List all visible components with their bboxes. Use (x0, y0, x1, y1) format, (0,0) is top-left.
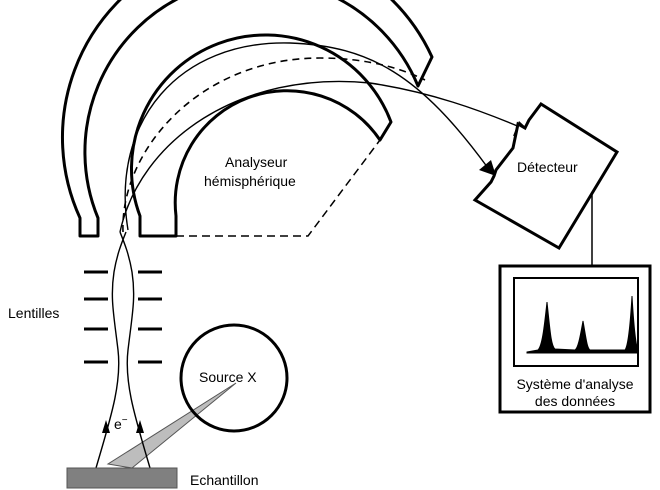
electron-arrowhead-right (136, 420, 144, 433)
electron-path-right (119, 231, 151, 469)
detector-box (472, 101, 620, 251)
analyzer-label-line1: Analyseur (225, 154, 288, 170)
sample-plate (66, 467, 178, 489)
electron-arrowhead-left (102, 420, 110, 433)
electron-charge: − (122, 415, 128, 426)
electron-symbol: e (114, 416, 122, 432)
analyzer-inner-shell (129, 33, 393, 238)
xray-source (179, 323, 289, 433)
analyzer-section-outline (176, 139, 381, 237)
lens-stack (84, 270, 162, 364)
electron-trajectory-inner (119, 80, 523, 233)
spectrum-trace (526, 295, 639, 354)
analyzer-label-line2: hémisphérique (204, 173, 296, 189)
analysis-label-line2: des données (535, 393, 615, 409)
analysis-label-line1: Système d'analyse (516, 376, 633, 392)
trajectory-arrowhead-lower (479, 160, 496, 176)
source-label: Source X (199, 369, 257, 385)
detector-label: Détecteur (517, 159, 578, 175)
analyzer-outer-shell (60, 0, 434, 238)
electron-path-left (95, 231, 127, 469)
lenses-label: Lentilles (8, 305, 59, 321)
sample-label: Echantillon (190, 472, 259, 488)
xray-beam (106, 382, 237, 469)
electron-label: e− (114, 415, 128, 432)
electron-trajectory-central (122, 57, 426, 233)
